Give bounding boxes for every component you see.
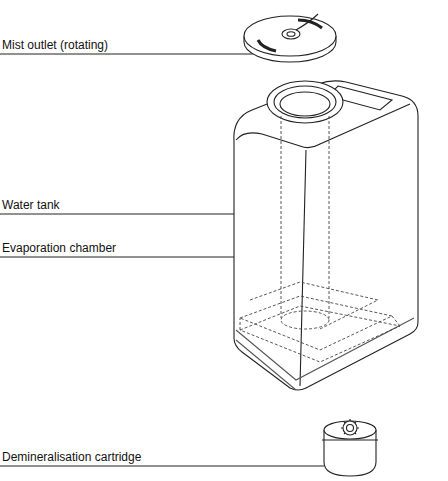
part-label: Evaporation chamber [2,241,116,255]
part-label: Water tank [2,198,60,212]
evaporation-chamber [240,116,400,362]
demineralisation-cartridge [322,419,378,476]
part-label: Mist outlet (rotating) [2,38,108,52]
part-label: Demineralisation cartridge [2,450,141,464]
mist-outlet [244,14,336,62]
water-tank [234,81,418,390]
